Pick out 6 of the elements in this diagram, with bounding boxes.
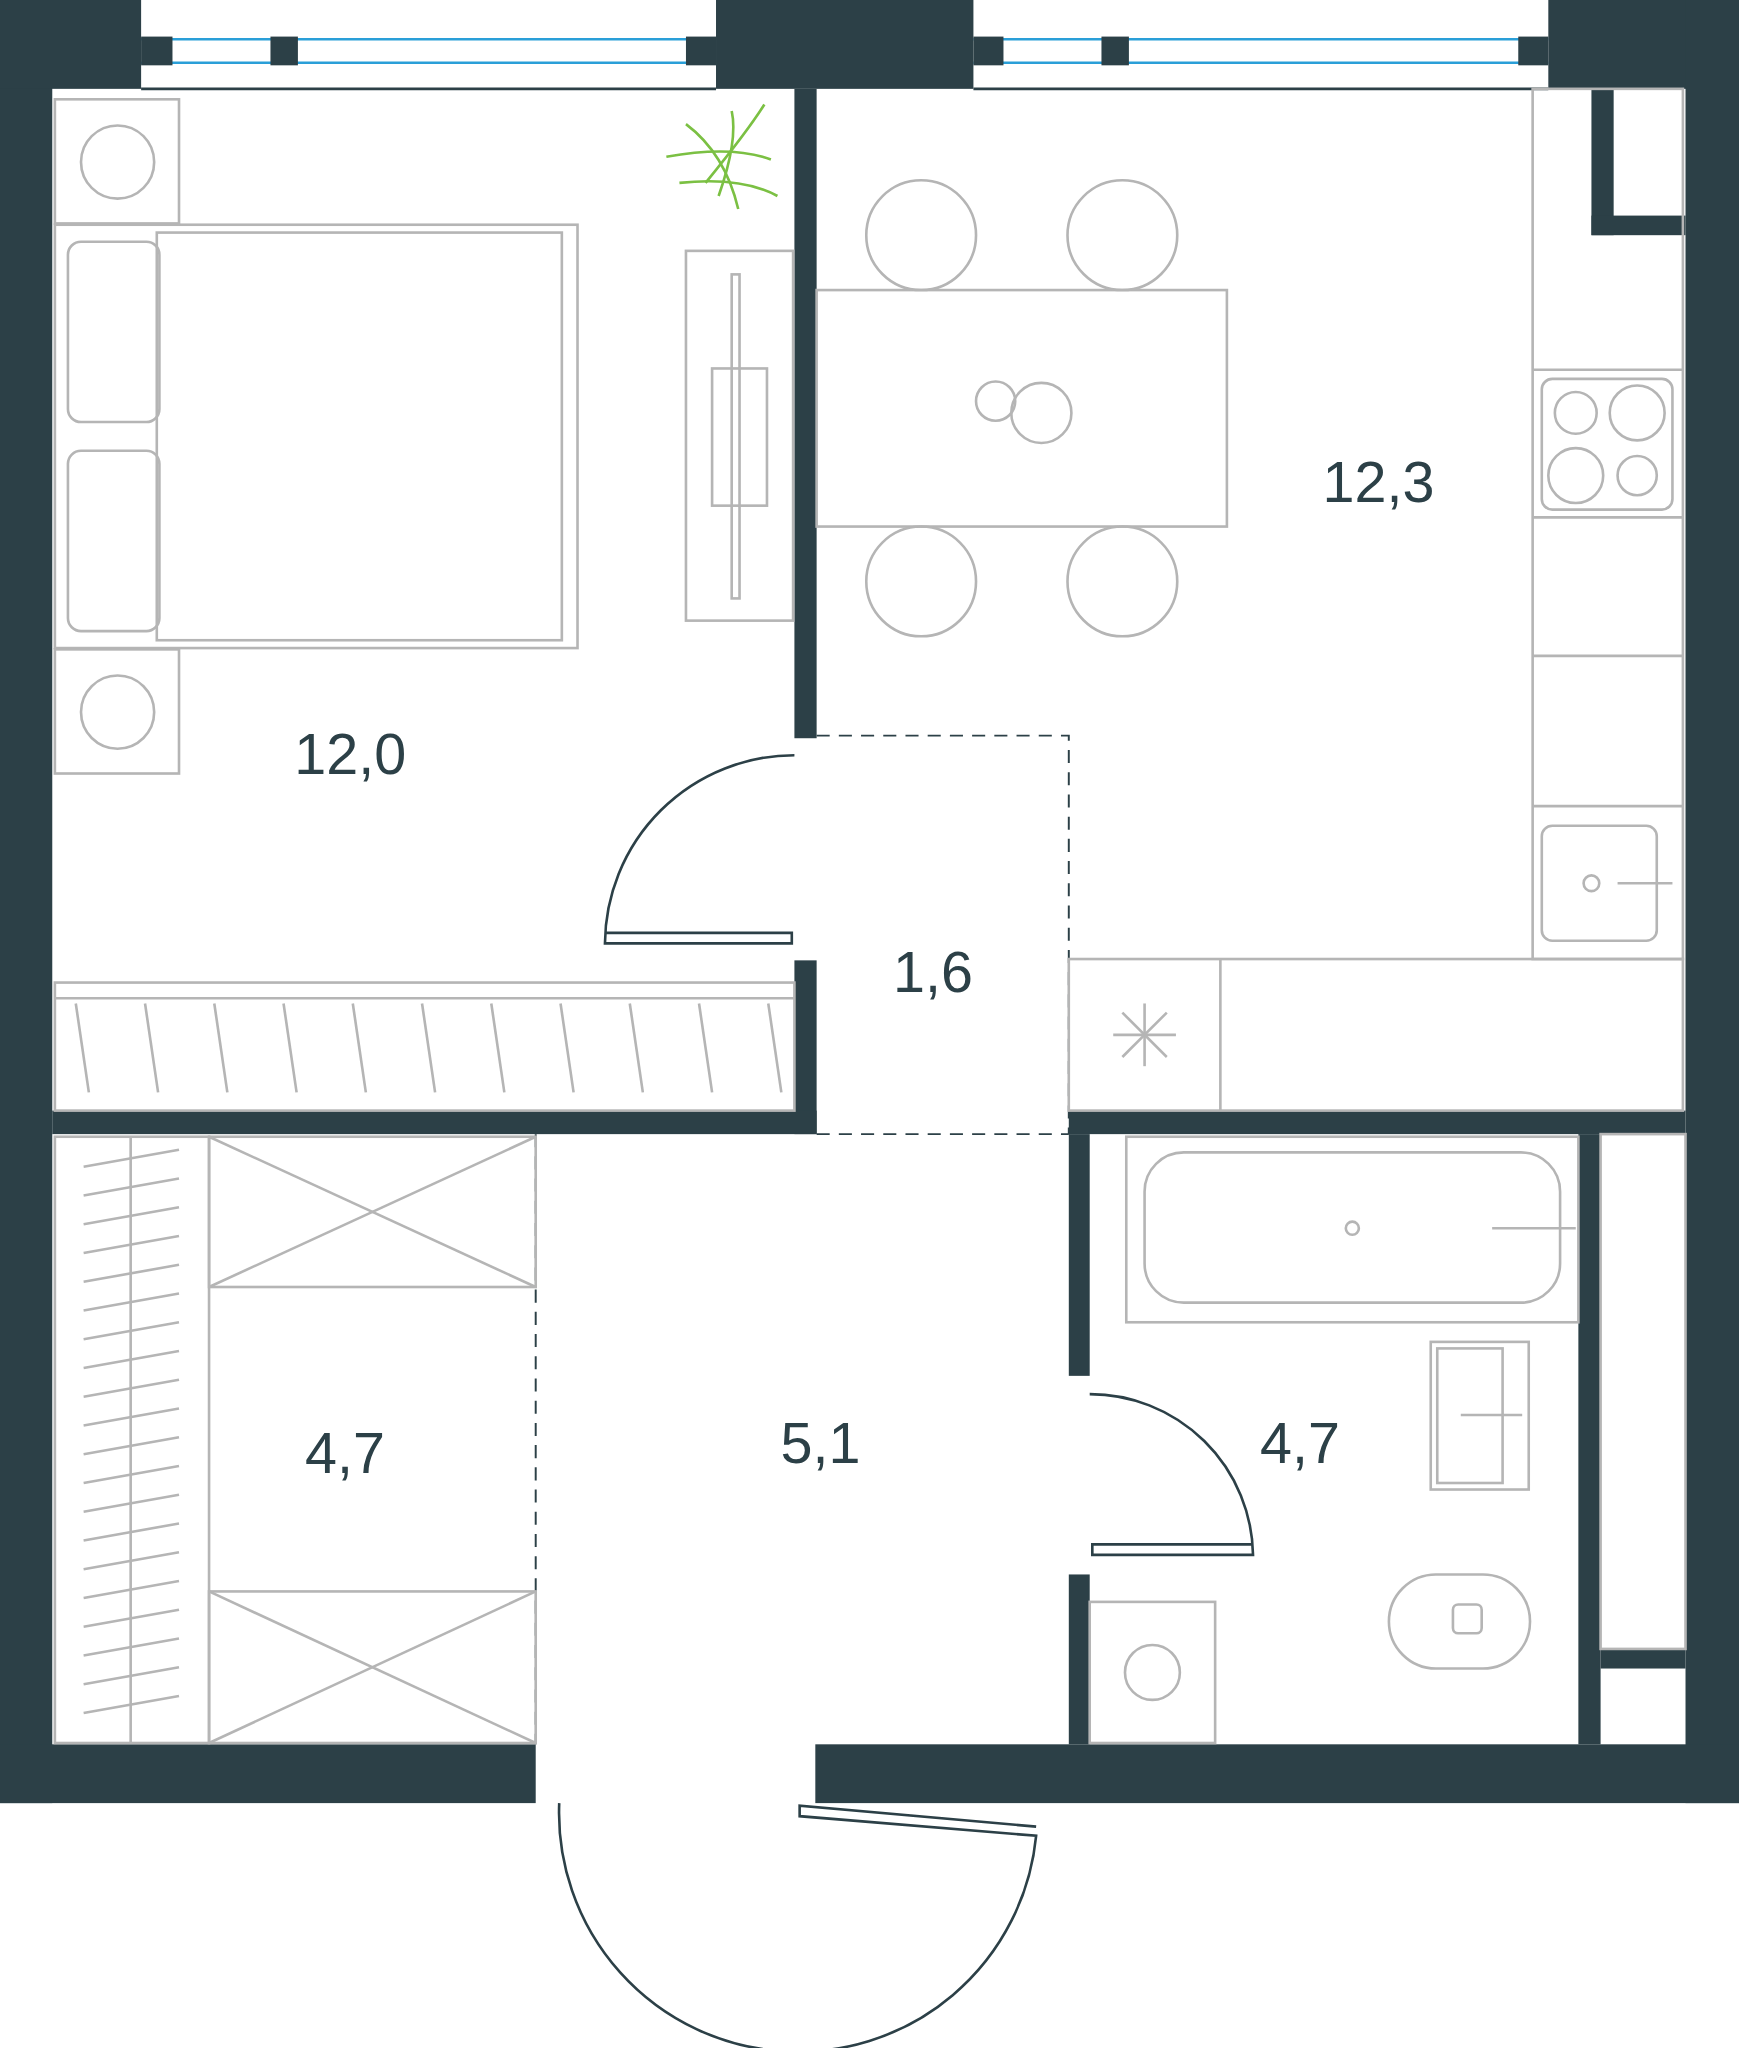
room-area-label: 1,6	[892, 939, 973, 1005]
room-area-label: 4,7	[305, 1420, 385, 1486]
room-area-label: 12,3	[1322, 449, 1435, 515]
room-area-label: 4,7	[1260, 1411, 1341, 1477]
room-area-label: 5,1	[780, 1411, 861, 1477]
room-area-label: 12,0	[294, 721, 407, 787]
